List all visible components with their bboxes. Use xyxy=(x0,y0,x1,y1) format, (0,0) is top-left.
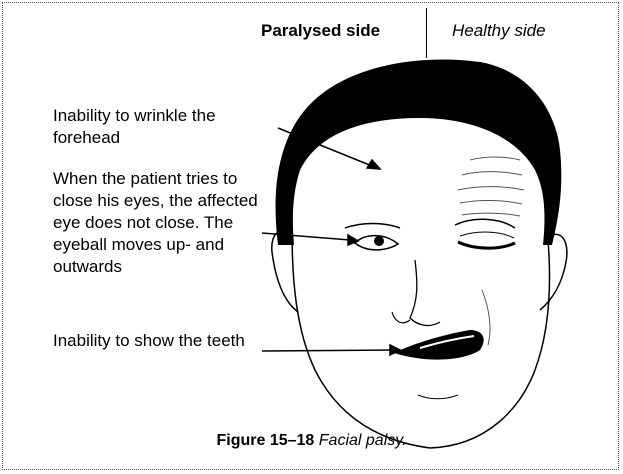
label-forehead: Inability to wrinkle the forehead xyxy=(53,105,283,149)
hair xyxy=(276,59,562,245)
nose xyxy=(410,260,440,325)
right-eyebrow xyxy=(455,219,515,228)
right-eye-closed xyxy=(458,242,515,248)
figure-caption: Figure 15–18 Facial palsy. xyxy=(0,432,623,450)
label-teeth: Inability to show the teeth xyxy=(53,330,273,352)
side-divider xyxy=(426,8,427,58)
paralysed-side-label: Paralysed side xyxy=(261,21,380,41)
face-outline xyxy=(292,230,549,448)
figure-number: Figure 15–18 xyxy=(216,432,314,449)
figure-title: Facial palsy. xyxy=(319,432,407,449)
left-pupil xyxy=(374,236,384,246)
mouth xyxy=(394,330,484,360)
healthy-side-label: Healthy side xyxy=(452,21,546,41)
arrow-eye xyxy=(262,233,358,245)
forehead-wrinkles xyxy=(458,157,524,216)
arrow-teeth xyxy=(262,345,400,355)
left-eyebrow xyxy=(345,224,400,229)
right-ear xyxy=(540,234,567,310)
label-eye: When the patient tries to close his eyes… xyxy=(53,168,273,278)
